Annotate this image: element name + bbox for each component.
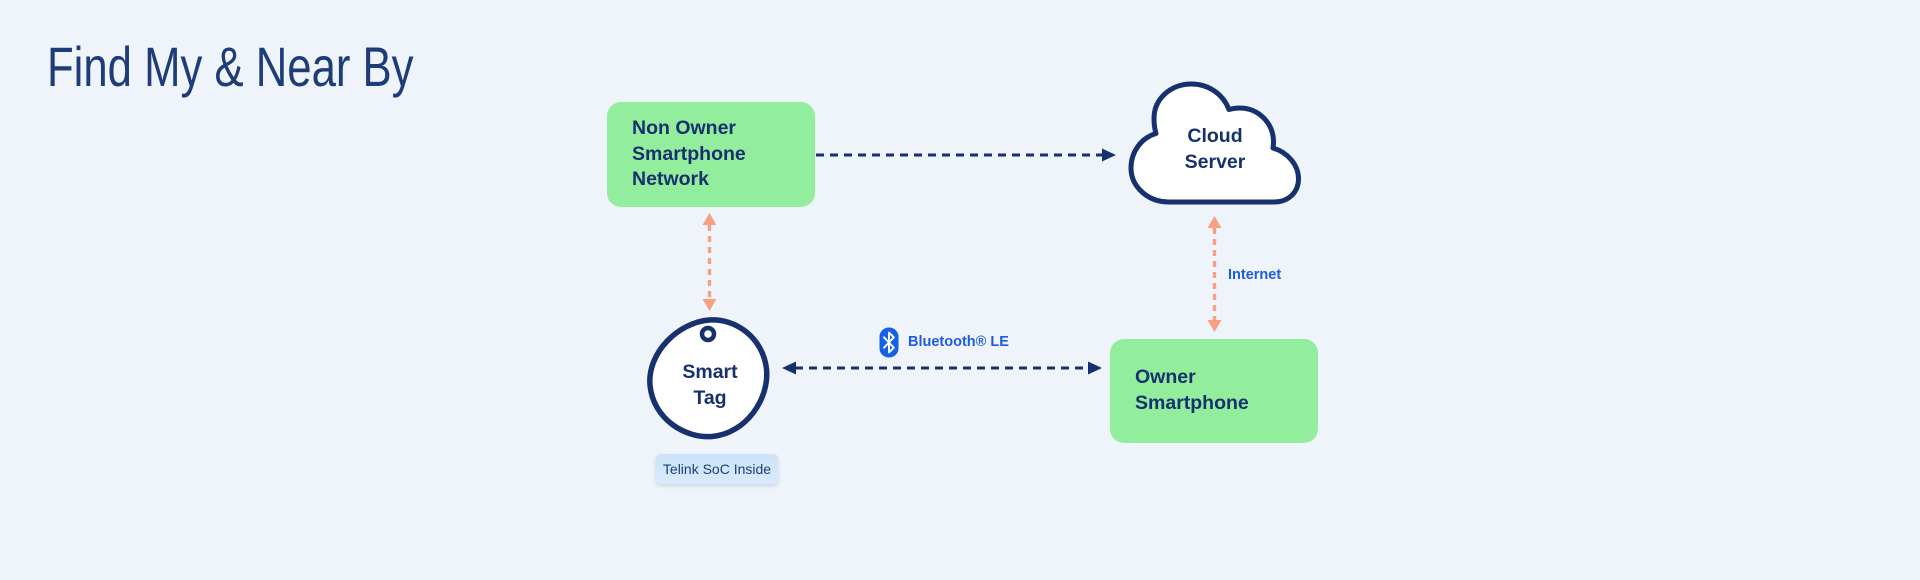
bluetooth-icon xyxy=(879,327,899,357)
smart-tag-shape xyxy=(647,317,770,440)
internet-label: Internet xyxy=(1228,267,1282,283)
arrow-cloud-to-owner xyxy=(1207,216,1222,332)
badge-label: Telink SoC Inside xyxy=(662,461,772,477)
node-smart-tag: Smart Tag xyxy=(643,315,777,441)
cloud-icon xyxy=(1128,81,1301,205)
arrow-nonowner-to-tag xyxy=(702,213,717,311)
bluetooth-le-label-group: Bluetooth® LE xyxy=(879,326,1009,358)
node-non-owner-smartphone-network: Non Owner Smartphone Network xyxy=(607,102,815,207)
node-label: Non Owner Smartphone Network xyxy=(632,116,746,191)
telink-soc-badge: Telink SoC Inside xyxy=(656,454,778,484)
node-label: Cloud Server xyxy=(1184,125,1246,173)
arrow-nonowner-to-cloud xyxy=(816,148,1116,162)
node-owner-smartphone: Owner Smartphone xyxy=(1110,339,1318,443)
node-label: Smart Tag xyxy=(682,361,738,409)
node-label: Owner Smartphone xyxy=(1135,366,1249,414)
bluetooth-label: Bluetooth® LE xyxy=(908,334,1009,350)
tag-hole-icon xyxy=(699,325,717,343)
node-cloud-server: Cloud Server xyxy=(1118,80,1312,210)
page-title: Find My & Near By xyxy=(47,35,414,98)
arrow-tag-to-owner xyxy=(782,361,1102,375)
